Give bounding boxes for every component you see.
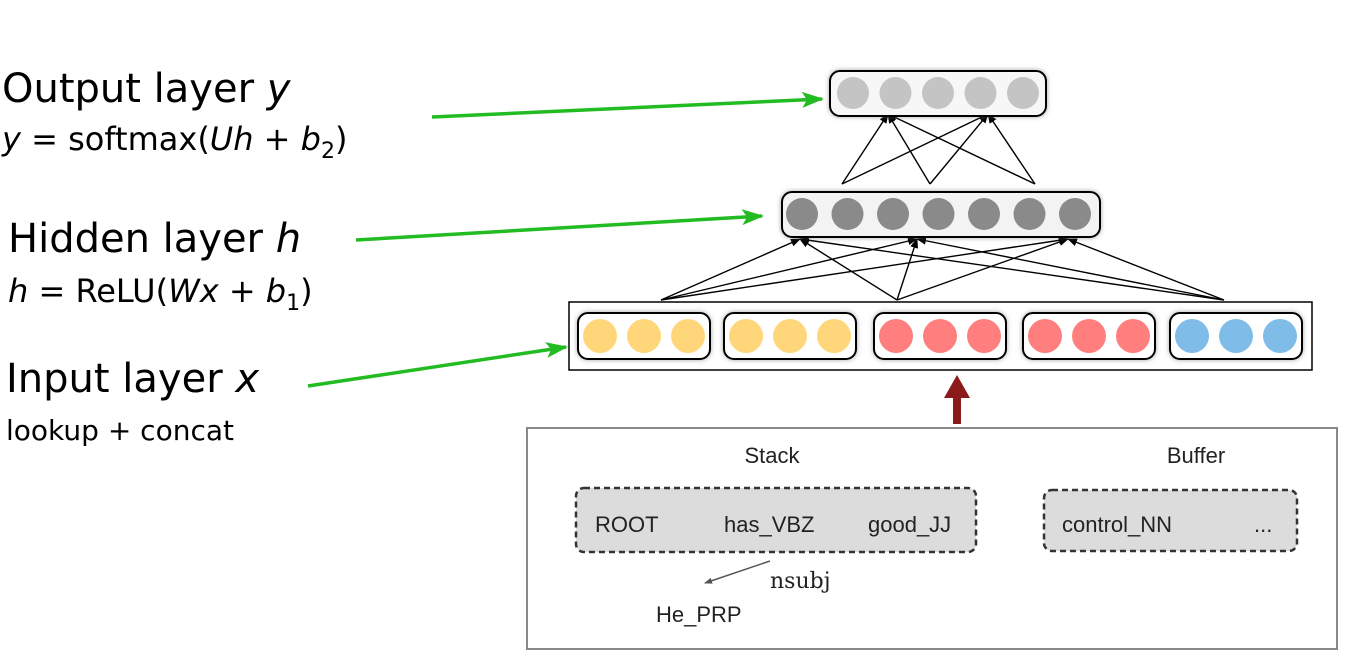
input-unit xyxy=(627,319,661,353)
dependent-he-prp: He_PRP xyxy=(656,602,742,627)
hidden-to-output-connection xyxy=(887,113,931,185)
input-unit xyxy=(1175,319,1209,353)
hidden-unit xyxy=(1059,198,1091,230)
buffer-title: Buffer xyxy=(1167,443,1225,468)
input-unit xyxy=(1072,319,1106,353)
input-to-hidden-connection xyxy=(660,236,1069,301)
input-unit xyxy=(1263,319,1297,353)
input-layer xyxy=(568,301,1313,371)
hidden-unit xyxy=(1013,198,1046,230)
input-pointer-arrow xyxy=(307,342,568,388)
input-to-hidden-connection xyxy=(916,236,1225,301)
hidden-unit xyxy=(831,198,864,230)
output-unit xyxy=(922,77,954,109)
hidden-layer xyxy=(781,191,1101,238)
input-to-hidden-connection xyxy=(799,236,1225,301)
arc-label-nsubj: nsubj xyxy=(770,569,831,594)
input-unit xyxy=(729,319,763,353)
input-unit xyxy=(817,319,851,353)
input-to-hidden-connection xyxy=(660,238,801,301)
hidden-to-output-connection xyxy=(987,113,1036,185)
input-unit xyxy=(1116,319,1150,353)
output-layer-label: Output layer y xyxy=(2,66,292,112)
feed-arrow xyxy=(944,375,970,424)
parser-configuration: Stack Buffer ROOT has_VBZ good_JJ contro… xyxy=(526,427,1338,650)
input-to-hidden-connection xyxy=(660,237,918,301)
output-pointer-arrow xyxy=(431,91,824,119)
hidden-unit xyxy=(922,198,955,230)
buffer-item-control-nn: control_NN xyxy=(1062,512,1172,537)
stack-item-root: ROOT xyxy=(595,512,659,537)
input-to-hidden-connection xyxy=(896,238,918,301)
input-unit xyxy=(879,319,913,353)
output-unit xyxy=(964,77,997,109)
hidden-to-output-connection xyxy=(841,113,889,185)
input-to-hidden-connection xyxy=(1067,238,1225,301)
input-unit xyxy=(967,319,1001,353)
hidden-layer-equation: h = ReLU(Wx + b1) xyxy=(8,272,313,316)
output-unit xyxy=(837,77,869,109)
stack-item-good-jj: good_JJ xyxy=(868,512,951,537)
input-layer-description: lookup + concat xyxy=(6,414,234,447)
hidden-unit xyxy=(786,198,818,230)
stack-title: Stack xyxy=(744,443,800,468)
output-layer xyxy=(829,70,1047,117)
input-unit xyxy=(1028,319,1062,353)
input-to-hidden-connection xyxy=(896,238,1069,301)
output-unit xyxy=(1007,77,1039,109)
stack-item-has-vbz: has_VBZ xyxy=(724,512,815,537)
buffer-item-ellipsis: ... xyxy=(1254,512,1272,537)
buffer-box xyxy=(1042,488,1299,553)
network-connections xyxy=(660,113,1225,301)
hidden-to-output-connection xyxy=(841,113,989,185)
output-unit xyxy=(879,77,912,109)
hidden-to-output-connection xyxy=(887,113,1036,185)
input-unit xyxy=(773,319,807,353)
hidden-layer-label: Hidden layer h xyxy=(8,216,301,262)
hidden-to-output-connection xyxy=(929,113,989,185)
hidden-unit xyxy=(968,198,1000,230)
hidden-pointer-arrow xyxy=(355,209,764,242)
input-unit xyxy=(1219,319,1253,353)
output-layer-equation: y = softmax(Uh + b2) xyxy=(1,120,347,164)
input-unit xyxy=(671,319,705,353)
input-to-hidden-connection xyxy=(799,238,898,301)
input-layer-label: Input layer x xyxy=(6,356,259,402)
nsubj-arc xyxy=(704,560,771,584)
hidden-unit xyxy=(877,198,909,230)
input-unit xyxy=(923,319,957,353)
input-unit xyxy=(583,319,617,353)
stack-box xyxy=(574,486,978,554)
